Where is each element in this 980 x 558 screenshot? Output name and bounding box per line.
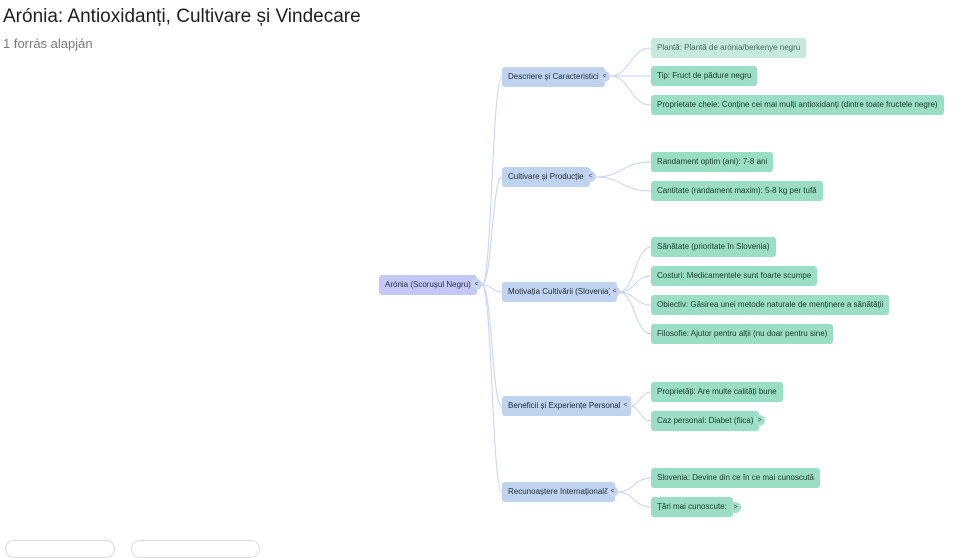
- bottom-action-button-1[interactable]: [5, 540, 115, 558]
- mindmap-connectors: [481, 47, 652, 508]
- leaf-node-objective[interactable]: Obiectiv: Găsirea unei metode naturale d…: [651, 295, 890, 315]
- expand-known-countries-icon[interactable]: >: [730, 502, 741, 513]
- branch-node-motivation[interactable]: Motivația Cultivării (Slovenia): [502, 282, 618, 302]
- leaf-node-slovenia[interactable]: Slovenia: Devine din ce în ce mai cunosc…: [651, 468, 820, 488]
- collapse-branch-recognition-icon[interactable]: <: [607, 486, 618, 497]
- branch-node-cultivation[interactable]: Cultivare și Producție: [502, 167, 590, 187]
- leaf-node-personal-case[interactable]: Caz personal: Diabet (fiica): [651, 411, 760, 431]
- branch-node-recognition[interactable]: Recunoaștere Internațională: [502, 482, 615, 502]
- leaf-node-type[interactable]: Tip: Fruct de pădure negru: [651, 66, 758, 86]
- collapse-root-icon[interactable]: <: [471, 279, 482, 290]
- page-title: Arónia: Antioxidanți, Cultivare și Vinde…: [3, 6, 361, 27]
- leaf-node-philosophy[interactable]: Filosofie: Ajutor pentru alții (nu doar …: [651, 324, 834, 344]
- leaf-node-properties[interactable]: Proprietăți: Are multe calități bune: [651, 382, 783, 402]
- collapse-branch-description-icon[interactable]: <: [599, 71, 610, 82]
- mindmap-root-node[interactable]: Arónia (Scorușul Negru): [379, 275, 477, 295]
- source-count: 1 forrás alapján: [3, 36, 93, 51]
- branch-node-benefits[interactable]: Beneficii și Experiențe Personale: [502, 396, 631, 416]
- leaf-node-plant[interactable]: Plantă: Plantă de arónia/berkenye negru: [651, 38, 807, 58]
- leaf-node-key-property[interactable]: Proprietate cheie: Conține cei mai mulți…: [651, 95, 944, 115]
- leaf-node-health[interactable]: Sănătate (prioritate în Slovenia): [651, 237, 776, 257]
- bottom-action-button-2[interactable]: [131, 540, 260, 558]
- leaf-node-costs[interactable]: Costuri: Medicamentele sunt foarte scump…: [651, 266, 818, 286]
- collapse-branch-cultivation-icon[interactable]: <: [585, 171, 596, 182]
- expand-personal-case-icon[interactable]: >: [754, 415, 765, 426]
- collapse-branch-benefits-icon[interactable]: <: [620, 400, 631, 411]
- leaf-node-optimal-yield[interactable]: Randament optim (ani): 7-8 ani: [651, 152, 774, 172]
- leaf-node-known-countries[interactable]: Țări mai cunoscute:: [651, 497, 733, 517]
- leaf-node-quantity[interactable]: Cantitate (randament maxim): 5-8 kg per …: [651, 181, 823, 201]
- branch-node-description[interactable]: Descriere și Caracteristici: [502, 67, 605, 87]
- collapse-branch-motivation-icon[interactable]: <: [609, 286, 620, 297]
